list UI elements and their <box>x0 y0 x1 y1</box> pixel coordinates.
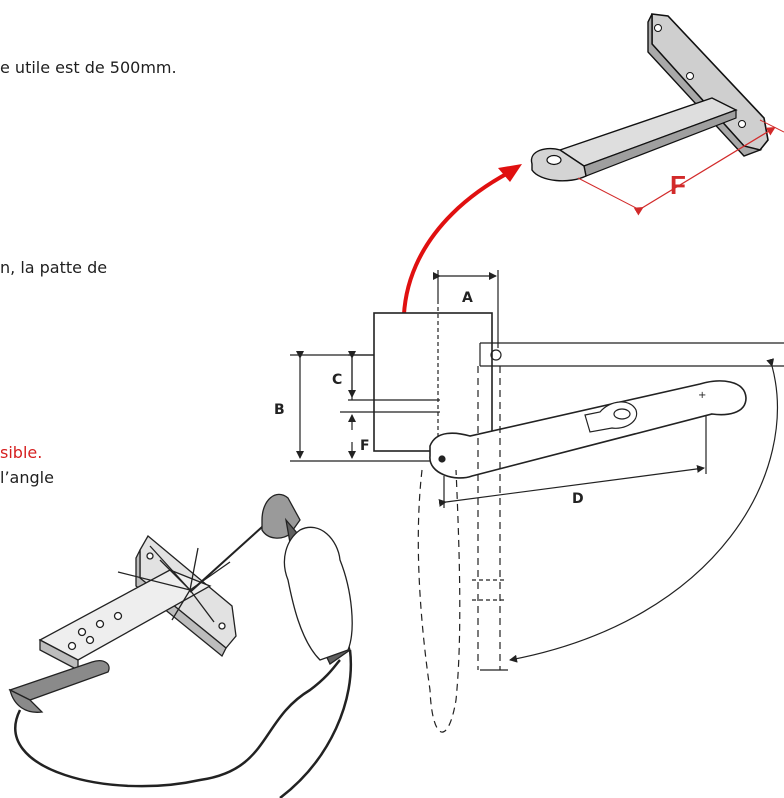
label-C: C <box>332 372 342 388</box>
technical-drawing: + <box>290 270 784 733</box>
text-line-warning: sible. <box>0 443 43 462</box>
text-line-mounting-bracket: n, la patte de <box>0 258 108 277</box>
label-A: A <box>462 290 473 306</box>
welding-illustration <box>8 493 353 798</box>
label-F-dimension: F <box>360 438 370 454</box>
svg-text:+: + <box>698 390 706 401</box>
text-line-useful-length: e utile est de 500mm. <box>0 58 177 77</box>
bracket-illustration <box>530 13 784 216</box>
label-B: B <box>274 402 285 418</box>
text-line-angle: l’angle <box>0 468 54 487</box>
label-F-bracket: F <box>670 170 686 200</box>
label-D: D <box>572 491 584 507</box>
